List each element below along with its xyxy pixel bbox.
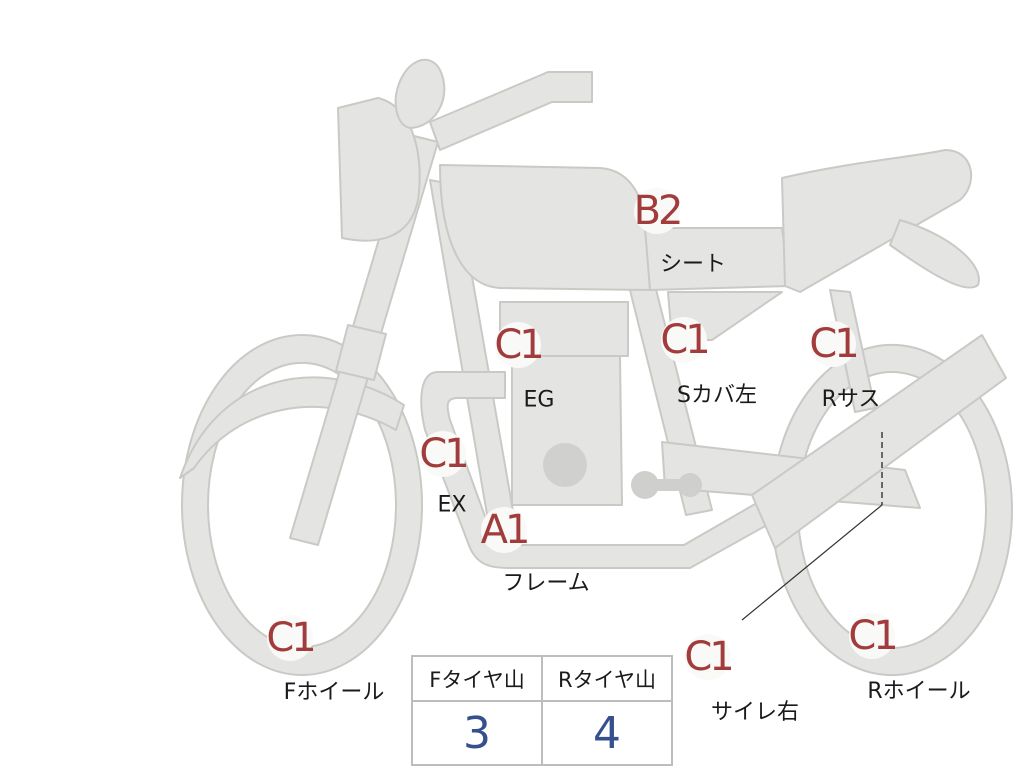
rear-tire-value: 4	[541, 700, 673, 766]
front-wheel-tire	[181, 334, 423, 676]
frame-grade-badge: A1	[480, 507, 530, 553]
muffler	[751, 334, 1007, 549]
exhaust-label: EX	[437, 492, 467, 518]
engine-block	[511, 355, 623, 506]
silencer-right-label: サイレ右	[710, 700, 800, 725]
engine-cover	[543, 443, 587, 487]
frame-label: フレーム	[502, 571, 590, 596]
rear-suspension-grade-badge: C1	[809, 321, 860, 367]
engine-label: EG	[523, 387, 555, 413]
front-wheel-grade-badge: C1	[266, 615, 317, 661]
engine-grade-badge: C1	[494, 322, 545, 368]
side-cover-left-label: Sカバ左	[677, 383, 757, 408]
tire-tread-table: Fタイヤ山 Rタイヤ山 3 4	[411, 655, 673, 766]
footpeg	[631, 471, 702, 499]
rear-wheel-label: Rホイール	[867, 679, 971, 704]
rear-wheel-tire	[771, 344, 1013, 676]
meter	[394, 58, 446, 129]
rear-wheel-grade-badge: C1	[848, 613, 899, 659]
front-wheel-label: Fホイール	[283, 680, 385, 705]
silencer-leader-line	[741, 504, 883, 621]
silencer-right-grade-badge: C1	[684, 634, 735, 680]
front-tire-header: Fタイヤ山	[411, 655, 543, 702]
seat-grade-badge: B2	[633, 188, 683, 234]
handlebar	[429, 71, 593, 151]
rear-tire-header: Rタイヤ山	[541, 655, 673, 702]
fuel-tank	[439, 164, 651, 291]
front-tire-value: 3	[411, 700, 543, 766]
exhaust-grade-badge: C1	[419, 431, 470, 477]
rear-suspension-label: Rサス	[821, 387, 881, 412]
side-cover-left-grade-badge: C1	[660, 317, 711, 363]
tail-cowl	[889, 219, 980, 289]
seat-label: シート	[659, 252, 727, 277]
seat	[781, 149, 973, 293]
fork-cover	[335, 324, 387, 381]
